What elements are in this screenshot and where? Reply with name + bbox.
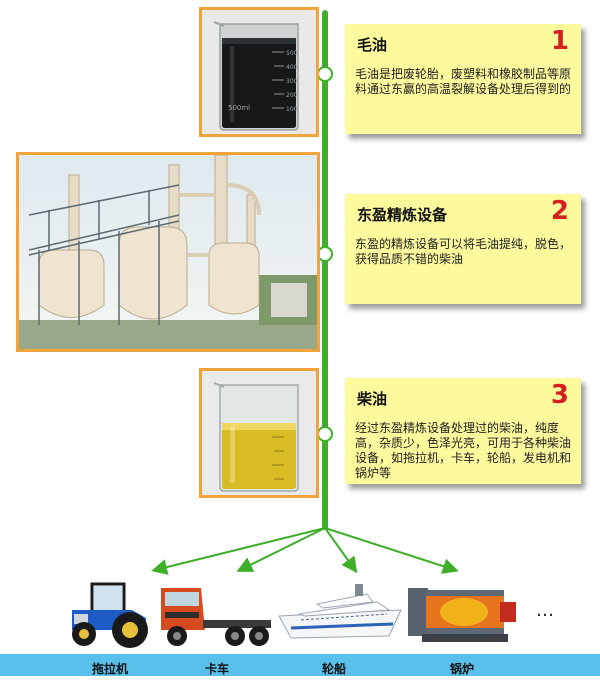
beaker-mark-400: 400	[286, 64, 298, 71]
crude-oil-beaker-image: 500 400 300 200 100 500ml	[202, 10, 316, 134]
step-1-description: 毛油是把废轮胎，废塑料和橡胶制品等原料通过东赢的高温裂解设备处理后得到的	[355, 67, 572, 96]
diesel-beaker-image	[202, 371, 316, 495]
more-applications-ellipsis: …	[536, 600, 555, 621]
tractor-icon	[72, 582, 148, 648]
step-2-description: 东盈的精炼设备可以将毛油提纯，脱色，获得品质不错的柴油	[355, 237, 572, 266]
ship-label: 轮船	[322, 662, 347, 676]
arrow-to-tractor	[151, 527, 326, 575]
beaker-mark-500: 500	[286, 50, 298, 57]
boiler-label: 锅炉	[450, 662, 475, 676]
refining-plant-photo	[16, 152, 320, 352]
step-3-title: 柴油	[357, 390, 388, 408]
flow-trunk	[322, 10, 328, 530]
crude-oil-photo: 500 400 300 200 100 500ml	[199, 7, 319, 137]
arrow-to-boiler	[324, 527, 459, 574]
arrow-to-ship	[324, 527, 358, 574]
beaker-mark-100: 100	[286, 106, 298, 113]
step-2-number: 2	[550, 196, 569, 226]
application-label-band	[0, 654, 600, 676]
step-2-card: 东盈精炼设备 2 东盈的精炼设备可以将毛油提纯，脱色，获得品质不错的柴油	[345, 194, 581, 304]
boiler-icon	[408, 588, 516, 642]
branch-arrows	[151, 527, 459, 575]
step-3-number: 3	[550, 380, 569, 410]
beaker-mark-300: 300	[286, 78, 298, 85]
arrow-to-truck	[236, 527, 326, 572]
truck-label: 卡车	[205, 662, 230, 676]
step-1-number: 1	[550, 26, 569, 56]
ship-icon	[278, 584, 402, 639]
step-3-card: 柴油 3 经过东盈精炼设备处理过的柴油，纯度高，杂质少，色泽光亮，可用于各种柴油…	[345, 378, 581, 484]
step-3-description: 经过东盈精炼设备处理过的柴油，纯度高，杂质少，色泽光亮，可用于各种柴油设备，如拖…	[355, 421, 572, 480]
tractor-label: 拖拉机	[92, 662, 129, 676]
beaker-mark-volume: 500ml	[228, 104, 250, 112]
step-1-title: 毛油	[357, 36, 388, 54]
diesel-photo	[199, 368, 319, 498]
truck-icon	[161, 588, 271, 646]
step-2-title: 东盈精炼设备	[357, 206, 448, 224]
beaker-mark-200: 200	[286, 92, 298, 99]
refining-plant-image	[19, 155, 317, 349]
step-1-card: 毛油 1 毛油是把废轮胎，废塑料和橡胶制品等原料通过东赢的高温裂解设备处理后得到…	[345, 24, 581, 134]
